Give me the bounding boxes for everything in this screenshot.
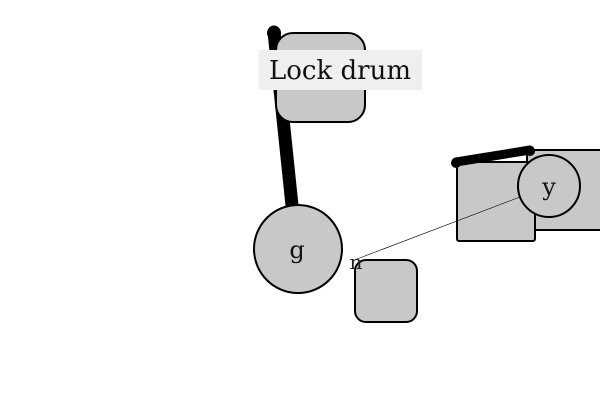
- node-g-label: g: [289, 236, 304, 264]
- diagram-title: Lock drum: [269, 56, 411, 86]
- link-right-right-marker: [525, 146, 535, 156]
- link-y-to-n: [356, 196, 521, 260]
- title-background: [259, 50, 422, 90]
- link-top-end-marker: [267, 26, 281, 40]
- node-y-label: y: [541, 173, 556, 201]
- link-right-left-marker: [451, 158, 461, 168]
- tag-n: n: [350, 250, 363, 274]
- bottom-rounded-box: [354, 259, 418, 323]
- link-right-top: [451, 145, 535, 167]
- node-g: [253, 204, 343, 294]
- node-y: [517, 154, 581, 218]
